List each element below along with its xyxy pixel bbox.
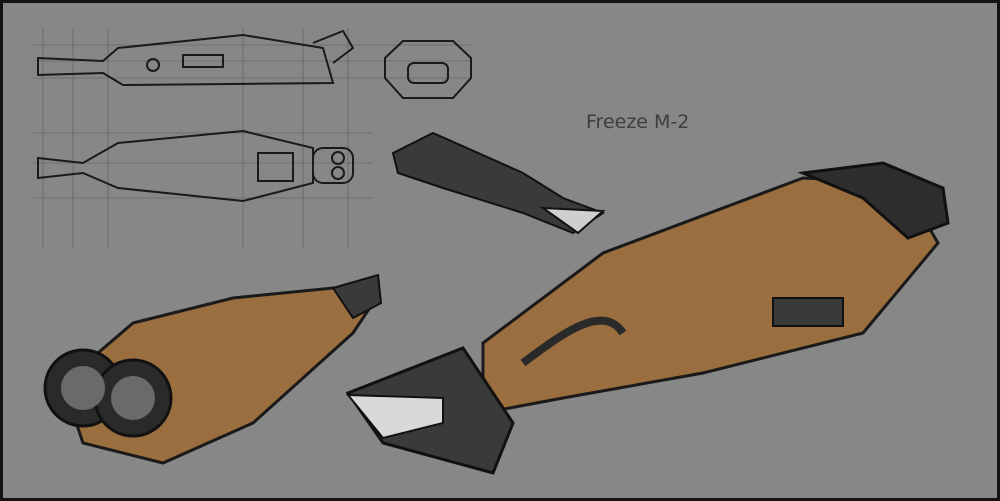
front-view-blueprint	[384, 40, 472, 99]
top-view-blueprint	[37, 129, 354, 203]
large-bronze-render	[345, 161, 950, 475]
small-metal-render	[391, 131, 606, 235]
side-view-blueprint	[37, 29, 355, 87]
illustration	[33, 28, 950, 475]
blueprint-grid	[33, 28, 473, 248]
small-bronze-render	[43, 273, 383, 465]
artwork-title: Freeze M-2	[586, 111, 690, 133]
